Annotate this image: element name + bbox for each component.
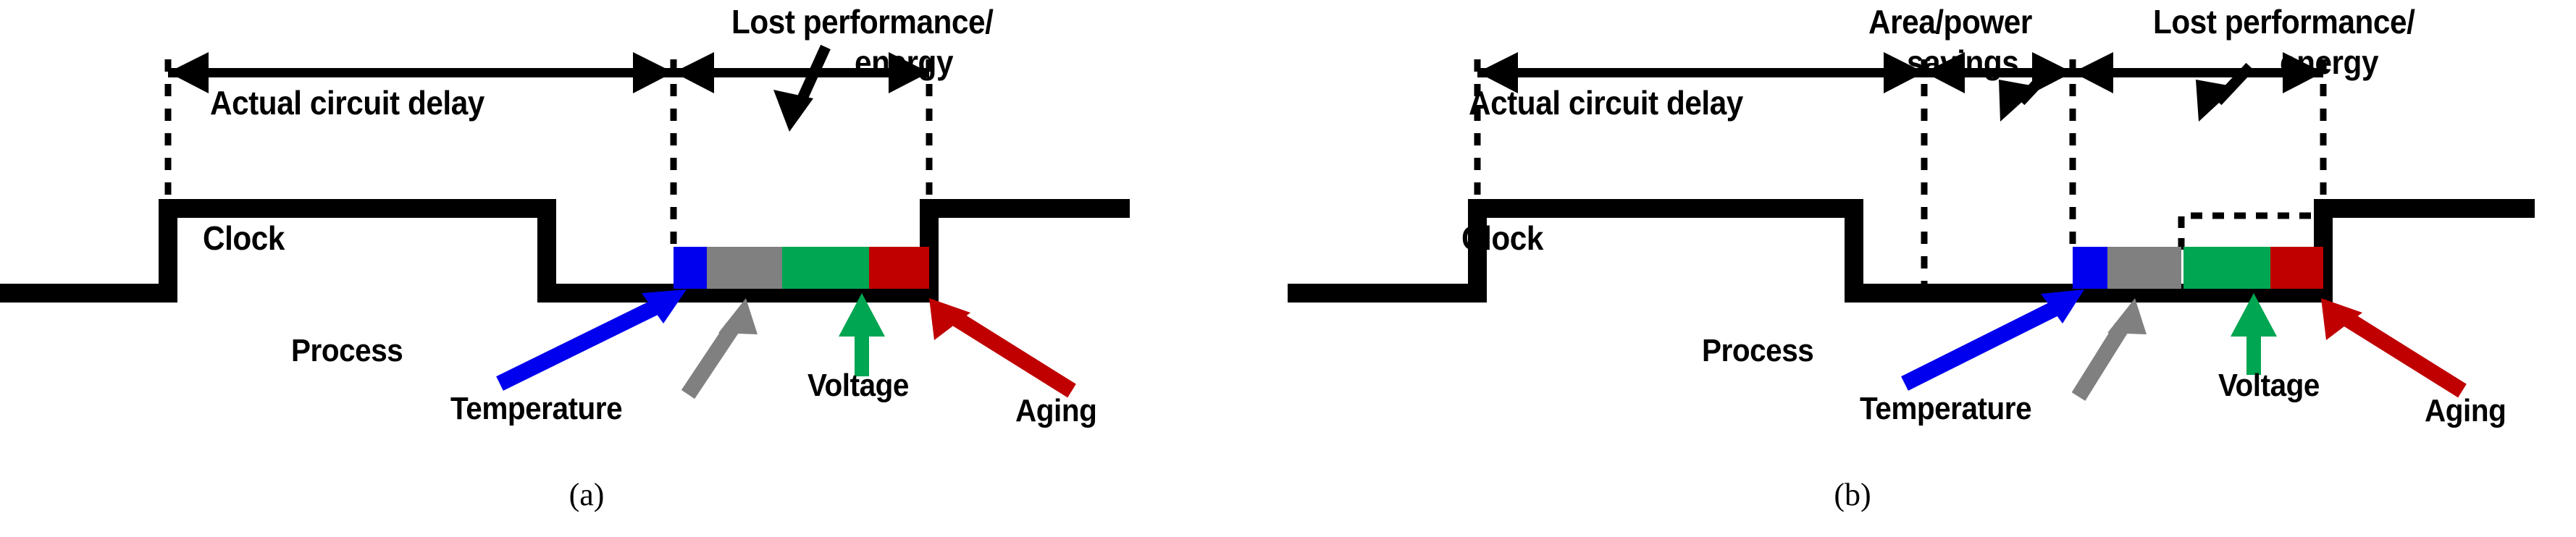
- label-aging-a: Aging: [1015, 393, 1097, 428]
- margin-segment-temperature-a: [707, 247, 782, 289]
- pointer-line-temperature-b: [2071, 323, 2129, 401]
- clock-waveform-b: [1288, 199, 2535, 303]
- callout-lost-performance-b: [2196, 62, 2254, 122]
- callout-lost-performance-a: [773, 44, 831, 132]
- label-voltage-a: Voltage: [807, 368, 909, 403]
- pointer-head-voltage-a: [839, 293, 885, 337]
- label-clock-b: Clock: [1461, 219, 1543, 257]
- pointer-line-process-b: [1901, 297, 2068, 391]
- dimension-arrows-a: [168, 52, 929, 93]
- margin-segment-voltage-b: [2183, 247, 2270, 289]
- dimension-axis-a: [168, 68, 929, 77]
- clock-waveform-a: [0, 199, 1130, 303]
- margin-segment-process-a: [674, 247, 707, 289]
- label-process-a: Process: [291, 333, 403, 368]
- pointer-head-process-b: [2041, 289, 2084, 324]
- margin-bar-b: [2073, 247, 2323, 289]
- pointer-head-voltage-b: [2231, 293, 2277, 337]
- margin-segment-process-b: [2073, 247, 2107, 289]
- pointer-head-aging-b: [2321, 298, 2362, 340]
- arrowhead-delay-left-b: [1884, 52, 1924, 93]
- label-temperature-a: Temperature: [450, 391, 623, 426]
- pointer-head-process-a: [642, 289, 687, 324]
- callout-arrowhead-lost-performance-b: [2196, 80, 2236, 122]
- arrowhead-mid-left-a: [633, 52, 674, 93]
- callout-arrowhead-area-power-b: [1999, 80, 2039, 122]
- pointer-head-temperature-a: [718, 298, 758, 334]
- arrowhead-left-b: [1477, 52, 1518, 93]
- margin-segment-voltage-a: [782, 247, 869, 289]
- arrowhead-delay-right-b: [1924, 52, 1965, 93]
- label-aging-b: Aging: [2425, 393, 2506, 428]
- margin-bar-a: [674, 247, 929, 289]
- label-area-power-line2-b: savings: [1907, 43, 2019, 81]
- dotted-reduction-box-b: [2178, 212, 2323, 250]
- segment-pointers-b: [1901, 289, 2467, 401]
- label-voltage-b: Voltage: [2218, 368, 2320, 403]
- label-temperature-b: Temperature: [1860, 391, 2032, 426]
- label-lost-performance-line2-a: energy: [855, 43, 954, 81]
- panel-a-graphics: [0, 44, 1130, 399]
- arrowhead-mid-right-a: [674, 52, 714, 93]
- callout-arrowhead-lost-performance-a: [773, 90, 813, 132]
- pointer-line-temperature-a: [681, 322, 740, 399]
- callout-area-power-savings-b: [1999, 62, 2057, 122]
- panel-b-graphics: [1288, 52, 2535, 401]
- pointer-head-temperature-b: [2107, 298, 2147, 334]
- arrowhead-right-b: [2283, 52, 2323, 93]
- panel-a: Actual circuit delay Lost performance/ e…: [0, 3, 1130, 512]
- margin-segment-aging-a: [869, 247, 929, 289]
- pointer-line-process-a: [496, 295, 668, 391]
- caption-a: (a): [569, 477, 605, 512]
- margin-segment-aging-b: [2270, 247, 2323, 289]
- caption-b: (b): [1834, 477, 1871, 512]
- arrowhead-left-a: [168, 52, 209, 93]
- label-area-power-line1-b: Area/power: [1868, 3, 2032, 41]
- label-lost-performance-line2-b: energy: [2280, 43, 2379, 81]
- label-clock-a: Clock: [203, 219, 285, 257]
- label-lost-performance-line1-b: Lost performance/: [2153, 3, 2415, 41]
- dashed-reference-lines-a: [164, 59, 933, 250]
- pointer-line-aging-a: [952, 311, 1076, 398]
- label-actual-circuit-delay-a: Actual circuit delay: [210, 84, 484, 122]
- pointer-line-aging-b: [2342, 311, 2467, 398]
- margin-segment-temperature-b: [2107, 247, 2181, 289]
- arrowhead-right-a: [889, 52, 929, 93]
- segment-pointers-a: [496, 289, 1076, 399]
- dashed-reference-lines-b: [1474, 59, 2327, 297]
- arrowhead-savings-right-b: [2073, 52, 2113, 93]
- pointer-head-aging-a: [929, 298, 970, 340]
- label-process-b: Process: [1702, 333, 1814, 368]
- panel-b: Actual circuit delay Area/power savings …: [1288, 0, 2576, 537]
- label-lost-performance-line1-a: Lost performance/: [731, 3, 994, 41]
- label-actual-circuit-delay-b: Actual circuit delay: [1469, 84, 1743, 122]
